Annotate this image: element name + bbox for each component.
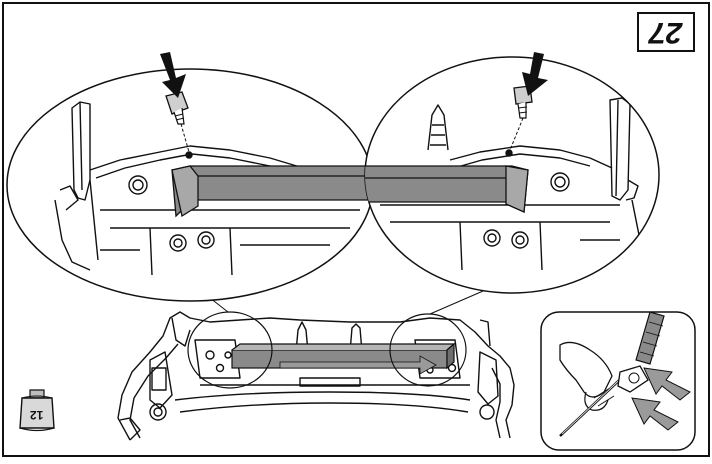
left-detail bbox=[6, 52, 374, 302]
page-border bbox=[2, 2, 710, 457]
pry-tool-icon bbox=[559, 312, 691, 437]
bolt-arrow-icon bbox=[522, 52, 548, 96]
bolt-icon bbox=[165, 91, 190, 153]
zoom-circle-left bbox=[187, 311, 273, 389]
leader-line-right bbox=[429, 287, 491, 315]
direction-arrow-icon bbox=[279, 355, 437, 375]
right-detail bbox=[364, 52, 660, 294]
socket-wrench-icon bbox=[19, 389, 55, 432]
zoom-circle-right bbox=[389, 313, 467, 387]
step-number: 27 bbox=[649, 16, 683, 49]
bolt-arrow-icon bbox=[160, 52, 186, 98]
step-number-badge: 27 bbox=[637, 12, 695, 52]
socket-size: 12 bbox=[30, 408, 44, 422]
socket-size-label: 12 bbox=[25, 405, 49, 425]
inset-panel bbox=[540, 311, 696, 451]
bumper-assembly bbox=[117, 311, 515, 441]
